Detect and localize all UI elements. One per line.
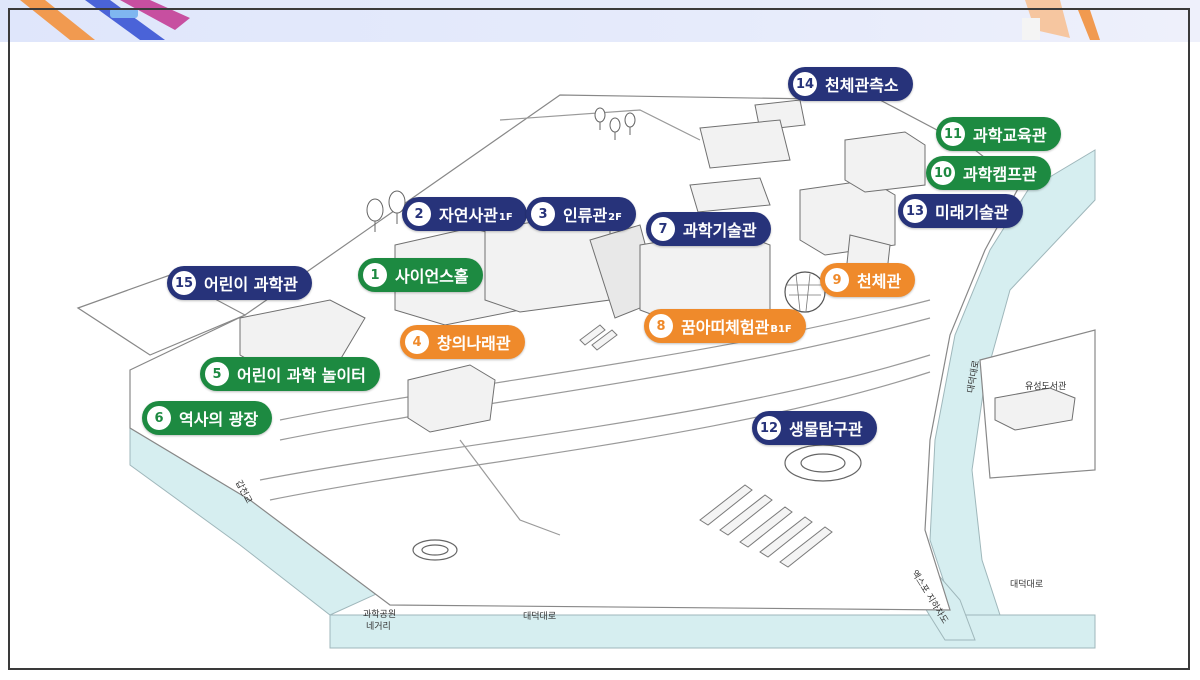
marker-number: 12 [757,416,781,440]
marker-number: 6 [147,406,171,430]
place-label-intersection: 네거리 [366,622,391,632]
marker-8-experience-hall[interactable]: 8 꿈아띠체험관 B1F [644,309,806,343]
marker-15-children-science[interactable]: 15 어린이 과학관 [167,266,312,300]
marker-label: 창의나래관 [437,334,511,353]
walkway-top [499,109,701,141]
building-library [994,387,1076,431]
building-camp [844,131,926,193]
daedeok-road [929,149,1096,616]
marker-label: 인류관 [563,206,608,225]
marker-label: 과학기술관 [683,221,757,240]
marker-label: 과학캠프관 [963,165,1037,184]
campus-ground [129,94,1021,611]
marker-1-science-hall[interactable]: 1 사이언스홀 [358,258,483,292]
marker-label: 어린이 과학관 [204,275,298,294]
marker-number: 2 [407,202,431,226]
marker-label: 꿈아띠체험관 [681,318,770,337]
marker-number: 5 [205,362,229,386]
marker-label: 천체관측소 [825,76,899,95]
planetarium-dome [784,271,826,313]
walkways [259,109,931,536]
marker-4-creative-hall[interactable]: 4 창의나래관 [400,325,525,359]
walkway-mid [259,354,931,481]
marker-2-natural-history[interactable]: 2 자연사관 1F [402,197,527,231]
marker-number: 3 [531,202,555,226]
left-illustration [20,0,190,40]
plaza-circle [412,539,458,561]
marker-label: 자연사관 [439,206,498,225]
marker-label: 어린이 과학 놀이터 [237,366,366,385]
marker-10-science-camp[interactable]: 10 과학캠프관 [926,156,1051,190]
marker-3-anthropology[interactable]: 3 인류관 2F [526,197,636,231]
marker-floor: 1F [498,211,513,223]
marker-number: 15 [172,271,196,295]
building-top-pavilion [689,177,771,213]
place-label-science-park: 과학공원 [363,610,397,620]
marker-number: 14 [793,72,817,96]
marker-floor: 2F [608,211,622,223]
marker-number: 11 [941,122,965,146]
marker-9-planetarium[interactable]: 9 천체관 [820,263,916,297]
walkway-mid-edge [269,371,931,501]
marker-label: 역사의 광장 [179,410,259,429]
trees [366,107,636,232]
roads [129,149,1096,649]
marker-14-observatory[interactable]: 14 천체관측소 [788,67,913,101]
marker-13-future-tech[interactable]: 13 미래기술관 [898,194,1023,228]
building-top-mid [699,119,791,169]
map-frame [8,8,1190,670]
walkway-upper [279,299,931,421]
marker-6-history-plaza[interactable]: 6 역사의 광장 [142,401,273,435]
header-banner [0,0,1200,42]
place-label-library: 유성도서관 [1025,382,1067,392]
bottom-road [329,614,1096,649]
marker-12-bio-exploration[interactable]: 12 생물탐구관 [752,411,877,445]
marker-label: 미래기술관 [935,203,1009,222]
marker-number: 13 [903,199,927,223]
bio-building [784,444,862,482]
marker-7-science-technology[interactable]: 7 과학기술관 [646,212,771,246]
marker-number: 9 [825,268,849,292]
marker-number: 8 [649,314,673,338]
marker-label: 사이언스홀 [395,267,469,286]
road-label-daedeok-right: 대덕대로 [1010,580,1044,590]
marker-11-science-education[interactable]: 11 과학교육관 [936,117,1061,151]
marker-number: 7 [651,217,675,241]
marker-number: 4 [405,330,429,354]
walkway-upper-edge [279,317,931,441]
marker-number: 1 [363,263,387,287]
marker-floor: B1F [770,323,792,335]
marker-5-children-playground[interactable]: 5 어린이 과학 놀이터 [200,357,380,391]
marker-label: 천체관 [857,272,902,291]
marker-number: 10 [931,161,955,185]
road-label-daedeok-bottom: 대덕대로 [523,612,557,622]
building-creative [407,364,496,433]
marker-label: 생물탐구관 [789,420,863,439]
marker-label: 과학교육관 [973,126,1047,145]
walkway-diagonal [459,439,561,536]
parking-area [579,324,833,568]
